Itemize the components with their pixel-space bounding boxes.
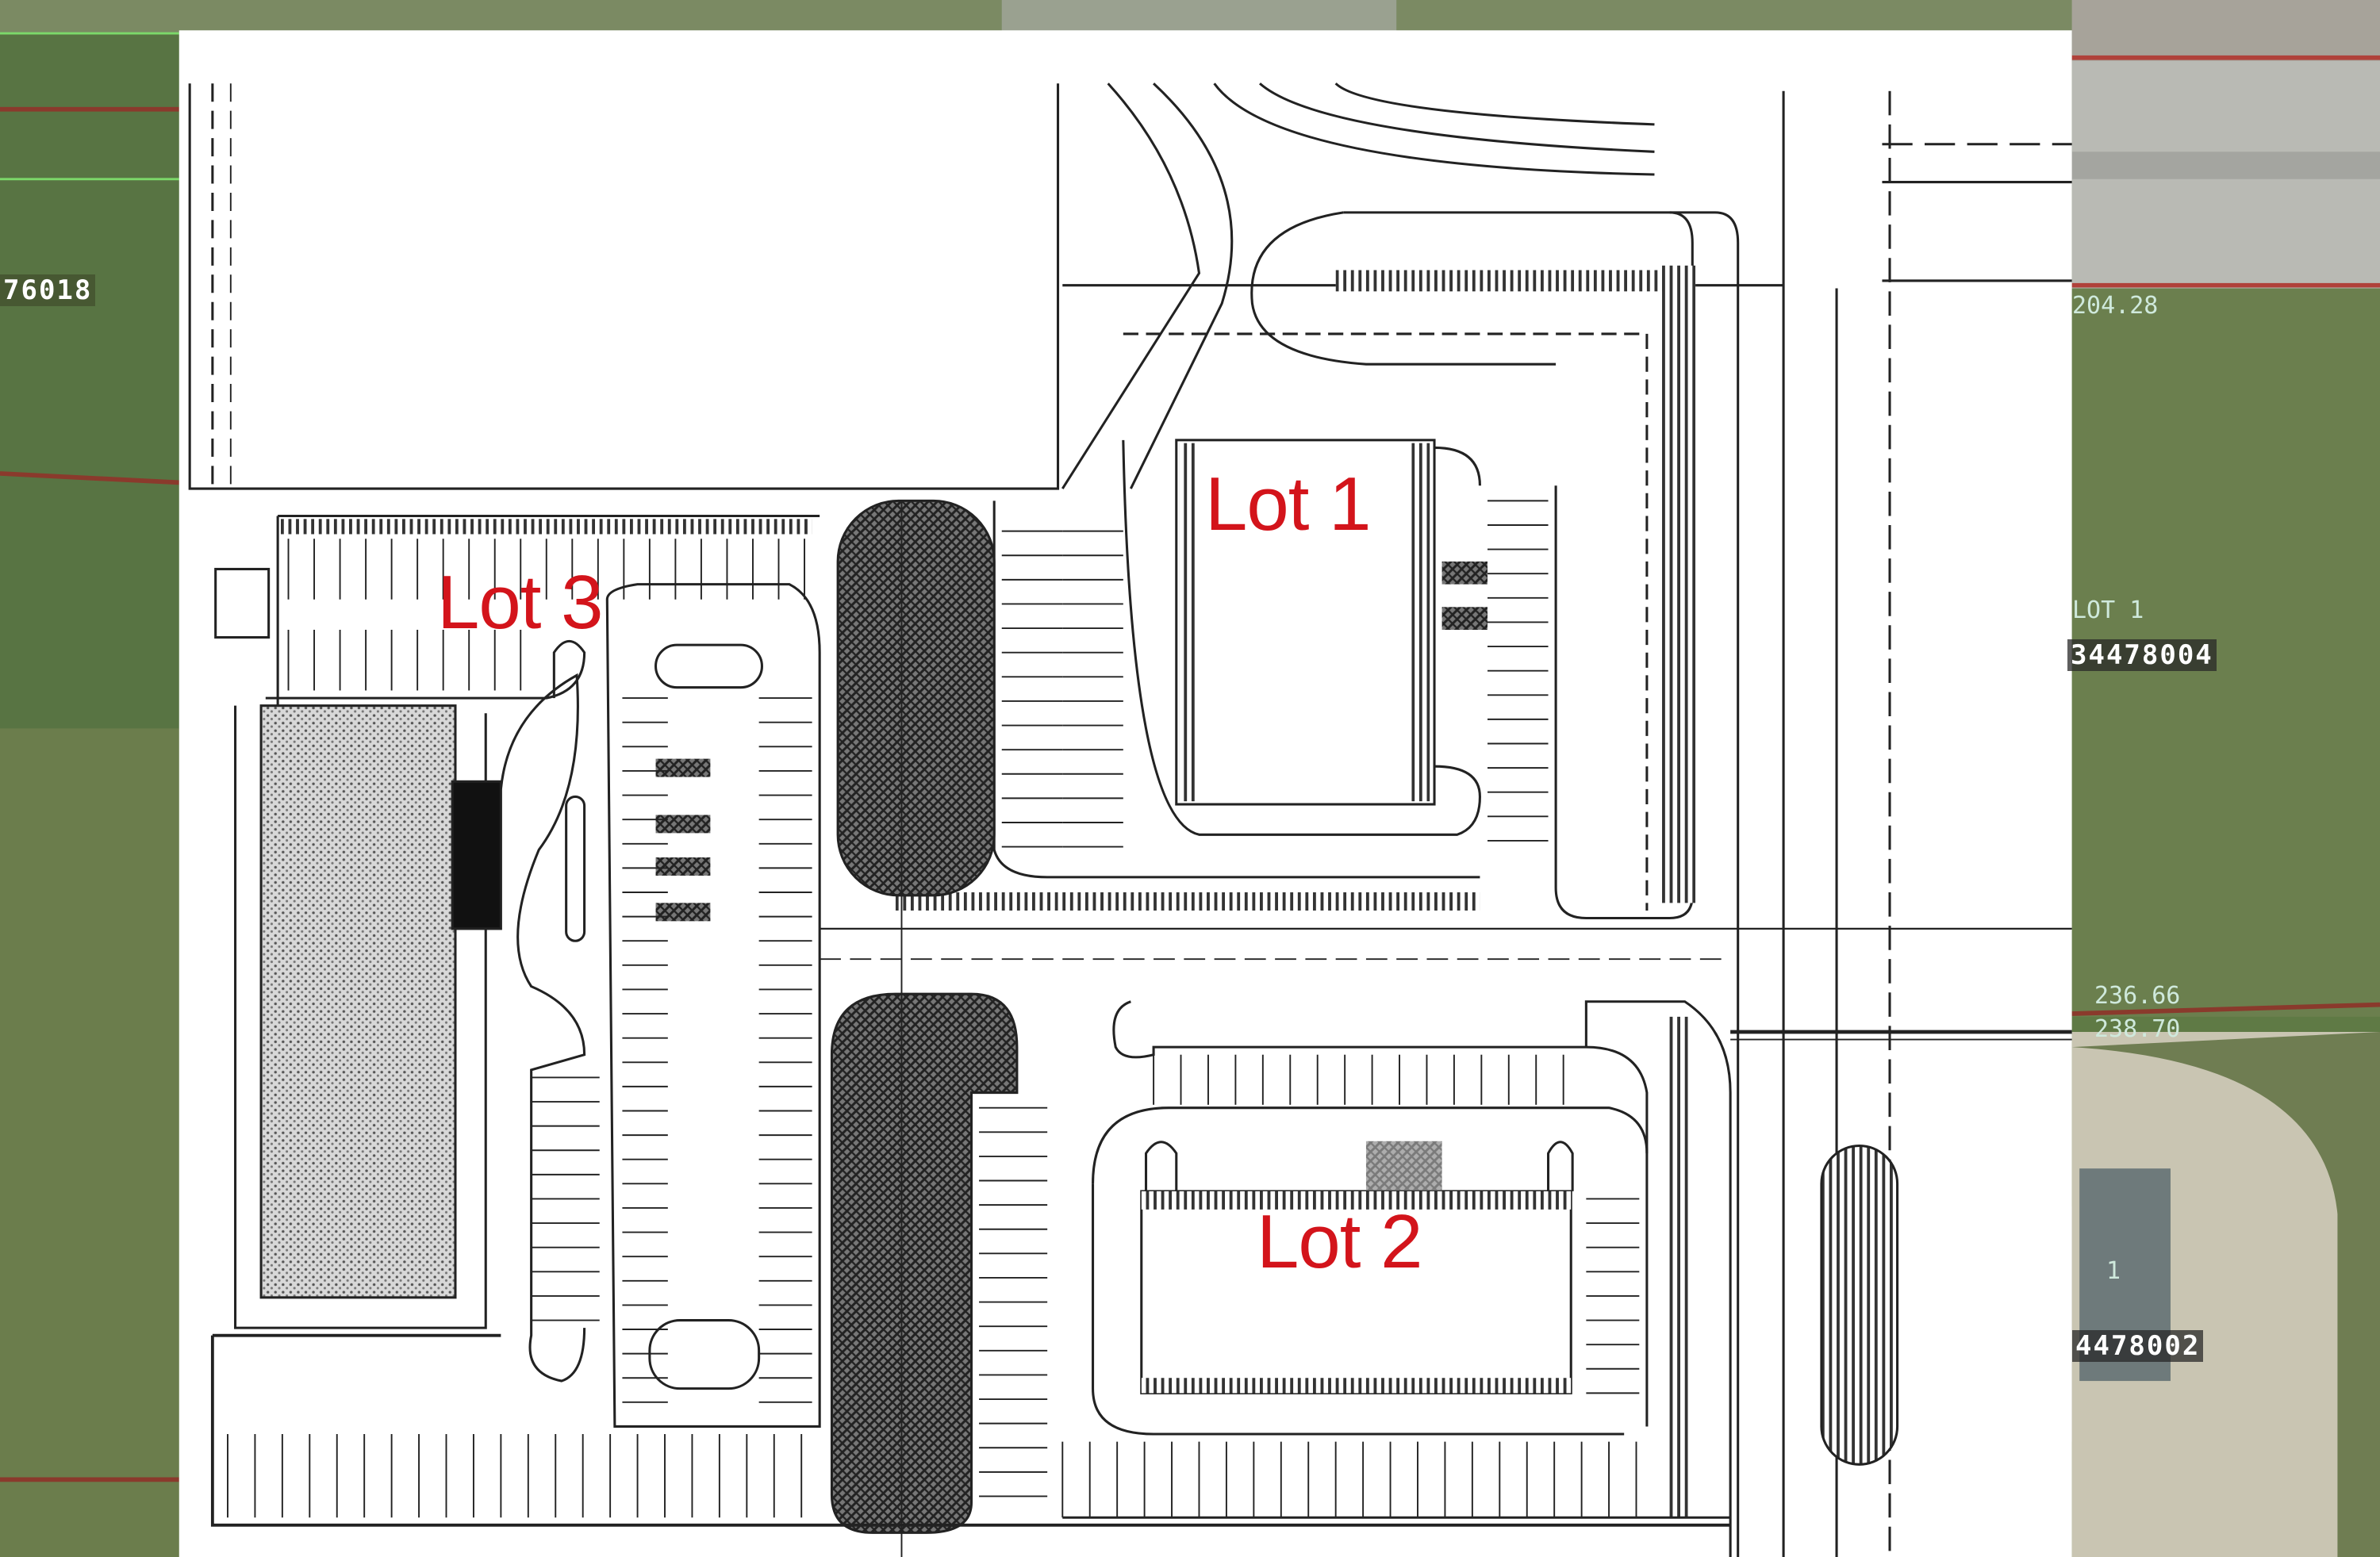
- lot-3-label: Lot 3: [437, 560, 604, 645]
- dimension-label: 236.66: [2094, 982, 2181, 1010]
- lot-2-label: Lot 2: [1257, 1199, 1423, 1284]
- lot-1-label: Lot 1: [1205, 462, 1372, 546]
- parcel-lot-label: LOT 1: [2072, 596, 2144, 624]
- dimension-label: 204.28: [2072, 292, 2159, 320]
- site-plan-sheet: [178, 30, 2072, 1557]
- dimension-label: 238.70: [2094, 1015, 2181, 1043]
- parcel-id-right-bottom: 4478002: [2072, 1330, 2204, 1362]
- parcel-id-left: 76018: [0, 274, 96, 306]
- parcel-number: 1: [2106, 1257, 2121, 1285]
- parcel-id-right-top: 34478004: [2067, 639, 2217, 671]
